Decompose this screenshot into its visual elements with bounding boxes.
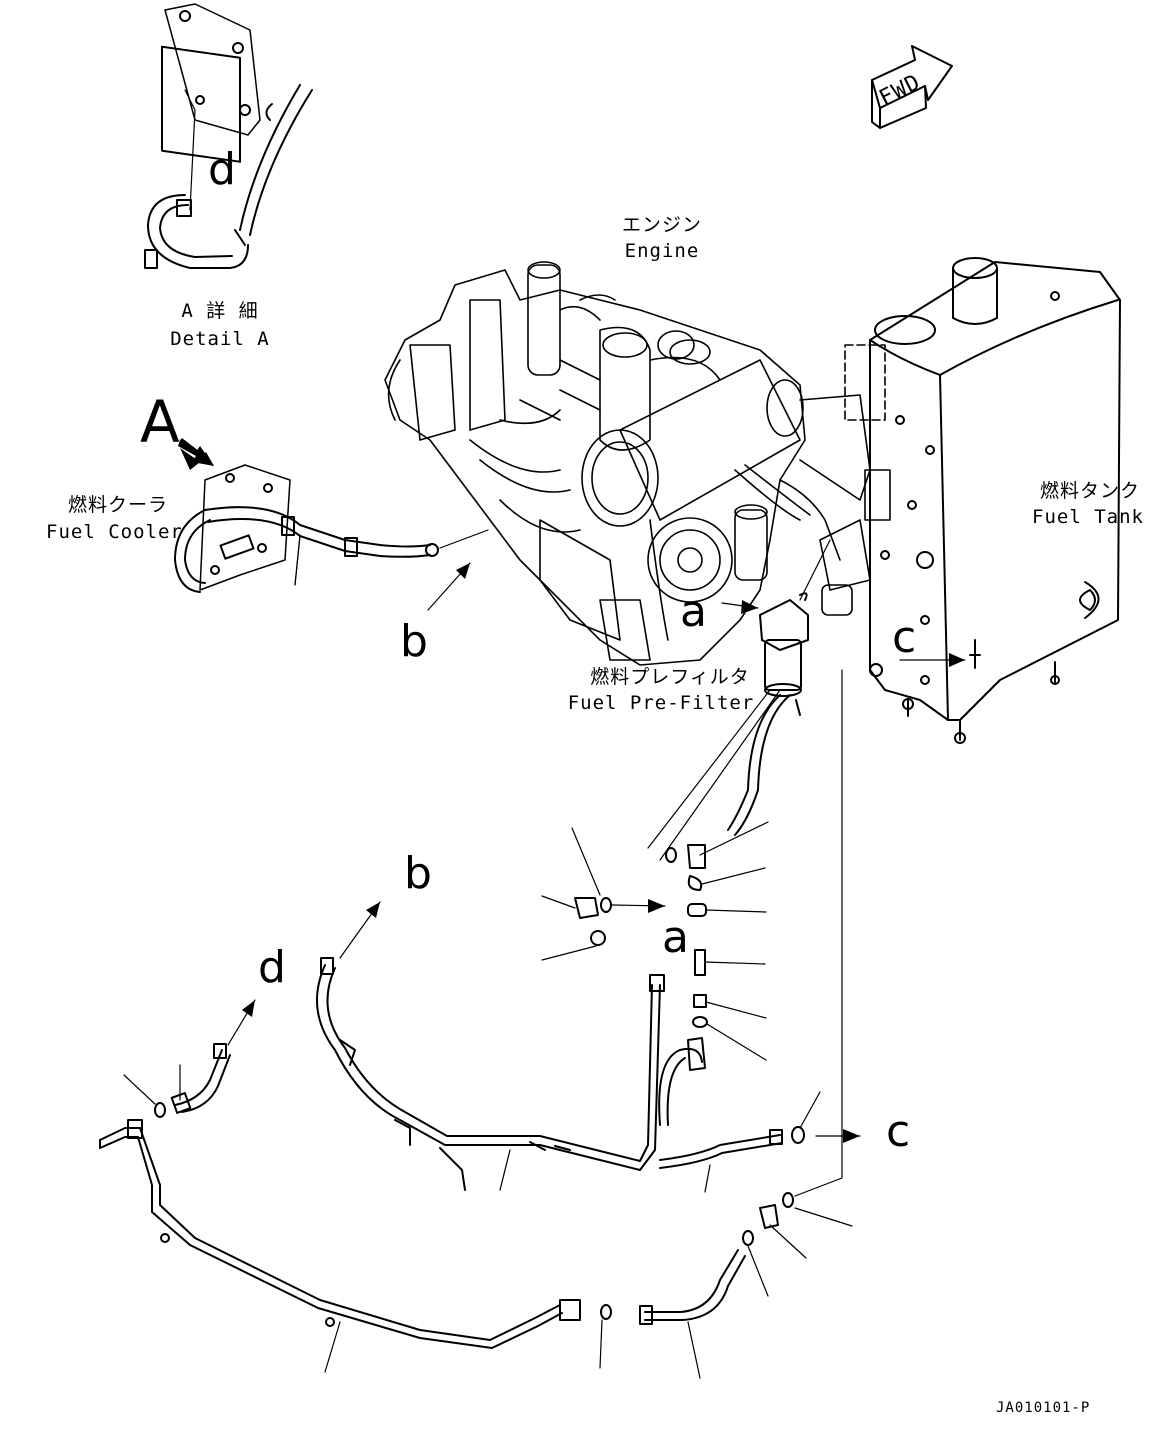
callout-a-fitting: a (662, 912, 689, 963)
fuel-tank-label-en: Fuel Tank (1032, 506, 1144, 528)
callout-d-hose: d (258, 942, 286, 993)
detail-a-label-en: Detail A (170, 328, 270, 350)
engine-mount-bracket (799, 344, 891, 616)
leader-lines (123, 438, 966, 1379)
callout-b-engine: b (400, 616, 428, 667)
callout-b-hose: b (404, 848, 432, 899)
engine-label-en: Engine (624, 240, 700, 262)
fuel-cooler-label-jp: 燃料クーラ (68, 494, 169, 516)
prefilter-label-en: Fuel Pre-Filter (567, 692, 755, 714)
fuel-cooler-label-en: Fuel Cooler (46, 521, 183, 543)
fitting-parts (154, 844, 805, 1320)
callout-c-tank: c (892, 612, 917, 663)
callout-a-engine: a (680, 586, 707, 637)
fuel-tank-drawing (869, 257, 1121, 744)
detail-a-label-jp: A 詳 細 (181, 300, 259, 322)
fuel-cooler-drawing (174, 464, 489, 593)
callout-c-hose: c (886, 1106, 911, 1157)
view-a-arrow (178, 440, 214, 466)
hose-assemblies (99, 957, 783, 1349)
drawing-code: JA010101-P (996, 1400, 1091, 1416)
fuel-prefilter-drawing (727, 592, 809, 836)
engine-label-jp: エンジン (621, 214, 702, 236)
detail-a-drawing (144, 3, 313, 269)
forward-arrow (871, 45, 953, 129)
engine-drawing (384, 261, 841, 666)
view-a-marker: A (140, 388, 180, 456)
callout-d-detail: d (208, 144, 236, 195)
prefilter-label-jp: 燃料プレフィルタ (590, 666, 750, 688)
fuel-tank-label-jp: 燃料タンク (1040, 480, 1141, 502)
